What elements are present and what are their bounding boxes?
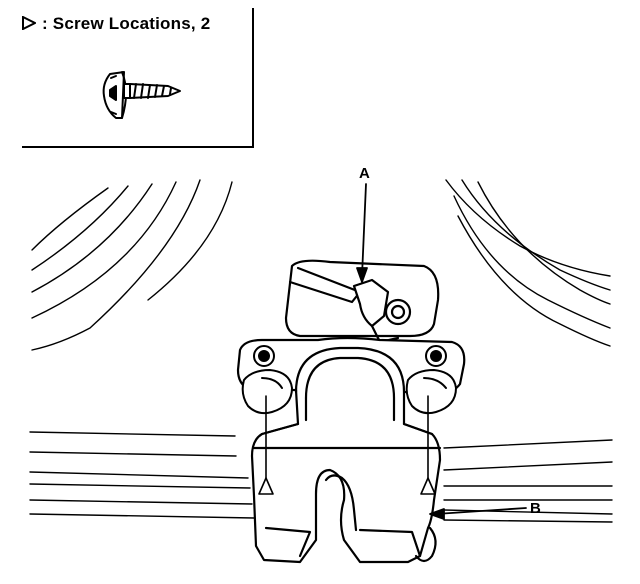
right-screw-boss [405,345,457,415]
body-contour-lines [29,179,613,523]
callout-b-label: B [530,500,541,517]
screw-location-pointer-left [258,395,274,495]
left-screw-boss [241,345,293,415]
callout-b-leader [429,507,527,520]
screw-icon [102,71,181,119]
screw-location-marker-icon [22,15,38,35]
legend-label: : Screw Locations, 2 [42,14,211,33]
legend-box [22,8,254,148]
tailgate-latch [236,336,466,564]
callout-a-leader [356,183,368,283]
callout-a-label: A [359,165,370,182]
legend: : Screw Locations, 2 [22,14,210,35]
screw-location-pointer-right [420,395,436,495]
